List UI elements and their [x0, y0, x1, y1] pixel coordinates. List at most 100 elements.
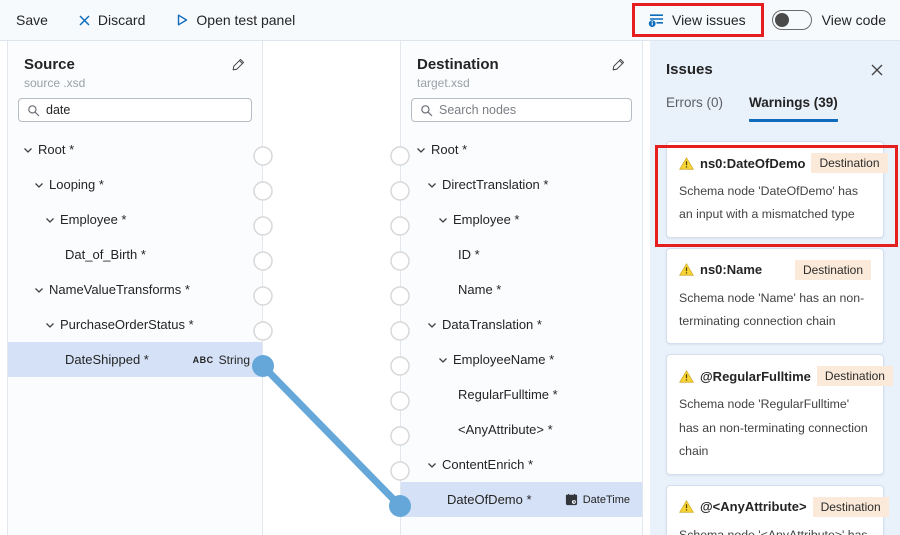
- tree-node-label: ID *: [458, 247, 480, 262]
- tree-node-looping[interactable]: Looping *: [8, 167, 262, 202]
- chevron-down-icon[interactable]: [22, 144, 34, 156]
- warning-node-name: ns0:Name: [700, 262, 763, 278]
- tree-node-root[interactable]: Root *: [401, 132, 642, 167]
- tree-node-datatranslation[interactable]: DataTranslation *: [401, 307, 642, 342]
- warning-card-anyattribute[interactable]: @<AnyAttribute> Destination Schema node …: [666, 484, 889, 535]
- tree-node-employee[interactable]: Employee *: [8, 202, 262, 237]
- data-mapper-canvas: Source source .xsd Root * Looping *: [0, 41, 900, 535]
- tree-node-namevaluetransforms[interactable]: NameValueTransforms *: [8, 272, 262, 307]
- warning-icon: [679, 500, 694, 513]
- chevron-down-icon[interactable]: [426, 179, 438, 191]
- chevron-down-icon[interactable]: [426, 459, 438, 471]
- tree-node-label: DirectTranslation *: [442, 177, 549, 192]
- tree-node-contentenrich[interactable]: ContentEnrich *: [401, 447, 642, 482]
- issues-tabs: Errors (0) Warnings (39): [666, 95, 884, 122]
- source-panel: Source source .xsd Root * Looping *: [7, 41, 263, 535]
- tree-node-label: DataTranslation *: [442, 317, 542, 332]
- toolbar-right: View issues View code: [648, 10, 886, 30]
- toolbar: Save Discard Open test panel View issues: [0, 0, 900, 41]
- chevron-down-icon[interactable]: [33, 179, 45, 191]
- source-schema-filename: source .xsd: [24, 76, 86, 90]
- view-code-label: View code: [821, 12, 886, 28]
- node-type-badge: ABC String: [193, 353, 250, 367]
- tree-node-root[interactable]: Root *: [8, 132, 262, 167]
- open-test-panel-label: Open test panel: [196, 12, 296, 28]
- edit-destination-schema-icon[interactable]: [611, 57, 626, 72]
- discard-label: Discard: [97, 12, 146, 28]
- warning-icon: [679, 370, 694, 383]
- tree-node-anyattribute[interactable]: <AnyAttribute> *: [401, 412, 642, 447]
- view-issues-button[interactable]: View issues: [648, 12, 746, 28]
- save-label: Save: [16, 12, 48, 28]
- scope-badge: Destination: [811, 153, 888, 173]
- tree-node-dat-of-birth[interactable]: Dat_of_Birth *: [8, 237, 262, 272]
- warning-card-regularfulltime[interactable]: @RegularFulltime Destination Schema node…: [666, 354, 893, 475]
- tree-node-label: DateOfDemo *: [447, 492, 532, 507]
- chevron-down-icon[interactable]: [437, 214, 449, 226]
- source-search-box: [18, 98, 252, 122]
- connection-line[interactable]: [259, 362, 404, 510]
- search-icon: [420, 104, 433, 117]
- chevron-down-icon[interactable]: [415, 144, 427, 156]
- tree-node-label: NameValueTransforms *: [49, 282, 190, 297]
- chevron-down-icon[interactable]: [426, 319, 438, 331]
- view-issues-label: View issues: [671, 12, 746, 28]
- node-type-label: DateTime: [582, 493, 630, 506]
- open-test-panel-button[interactable]: Open test panel: [175, 12, 295, 28]
- destination-panel: Destination target.xsd Root * DirectTran…: [400, 41, 643, 535]
- view-code-toggle[interactable]: [771, 10, 812, 30]
- tree-node-dateofdemo[interactable]: DateOfDemo * DateTime: [401, 482, 642, 517]
- warning-list: ns0:DateOfDemo Destination Schema node '…: [666, 141, 893, 535]
- scope-badge: Destination: [794, 259, 871, 280]
- tree-node-label: Dat_of_Birth *: [65, 247, 146, 262]
- chevron-down-icon[interactable]: [44, 214, 56, 226]
- destination-tree: Root * DirectTranslation * Employee * ID…: [401, 132, 642, 517]
- chevron-down-icon[interactable]: [44, 319, 56, 331]
- save-button[interactable]: Save: [16, 12, 48, 28]
- destination-search-input[interactable]: [439, 103, 623, 117]
- tree-node-purchaseorderstatus[interactable]: PurchaseOrderStatus *: [8, 307, 262, 342]
- abc-type-icon: ABC: [192, 354, 214, 365]
- source-search-input[interactable]: [46, 103, 243, 117]
- node-type-badge: DateTime: [565, 493, 630, 506]
- warning-message: Schema node 'DateOfDemo' has an input wi…: [679, 184, 858, 222]
- warning-icon: [679, 263, 694, 276]
- destination-search-box: [411, 98, 632, 122]
- search-icon: [27, 104, 40, 117]
- chevron-down-icon[interactable]: [33, 284, 45, 296]
- issues-panel: Issues Errors (0) Warnings (39) ns0:Date…: [650, 41, 900, 535]
- destination-schema-filename: target.xsd: [417, 76, 470, 90]
- tree-node-label: ContentEnrich *: [442, 457, 534, 472]
- tree-node-label: Root *: [38, 142, 75, 157]
- tree-node-label: Root *: [431, 142, 468, 157]
- discard-button[interactable]: Discard: [78, 12, 145, 28]
- warning-message: Schema node 'RegularFulltime' has an non…: [679, 397, 868, 459]
- warning-node-name: ns0:DateOfDemo: [700, 155, 806, 171]
- chevron-down-icon[interactable]: [437, 354, 449, 366]
- tree-node-dateshipped[interactable]: DateShipped * ABC String: [8, 342, 262, 377]
- discard-x-icon: [78, 14, 91, 27]
- warning-message: Schema node 'Name' has an non-terminatin…: [679, 290, 865, 329]
- tree-node-id[interactable]: ID *: [401, 237, 642, 272]
- edit-source-schema-icon[interactable]: [231, 57, 246, 72]
- tree-node-label: Employee *: [453, 212, 520, 227]
- tree-node-label: <AnyAttribute> *: [458, 422, 553, 437]
- tree-node-name[interactable]: Name *: [401, 272, 642, 307]
- tree-node-directtranslation[interactable]: DirectTranslation *: [401, 167, 642, 202]
- close-icon[interactable]: [870, 63, 884, 77]
- tab-warnings[interactable]: Warnings (39): [749, 95, 838, 122]
- source-tree: Root * Looping * Employee * Dat_of_Birth…: [8, 132, 262, 377]
- warning-card-dateofdemo[interactable]: ns0:DateOfDemo Destination Schema node '…: [666, 141, 888, 238]
- view-issues-icon: [648, 12, 665, 28]
- warning-node-name: @<AnyAttribute>: [700, 499, 807, 515]
- tab-errors[interactable]: Errors (0): [666, 95, 723, 110]
- toggle-knob: [774, 13, 789, 27]
- tree-node-employee[interactable]: Employee *: [401, 202, 642, 237]
- datetime-icon: [565, 493, 578, 506]
- tree-node-label: PurchaseOrderStatus *: [60, 317, 194, 332]
- warning-card-name[interactable]: ns0:Name Destination Schema node 'Name' …: [666, 247, 884, 345]
- issues-panel-title: Issues: [666, 61, 713, 78]
- tree-node-employeename[interactable]: EmployeeName *: [401, 342, 642, 377]
- tree-node-regularfulltime[interactable]: RegularFulltime *: [401, 377, 642, 412]
- tree-node-label: EmployeeName *: [453, 352, 555, 367]
